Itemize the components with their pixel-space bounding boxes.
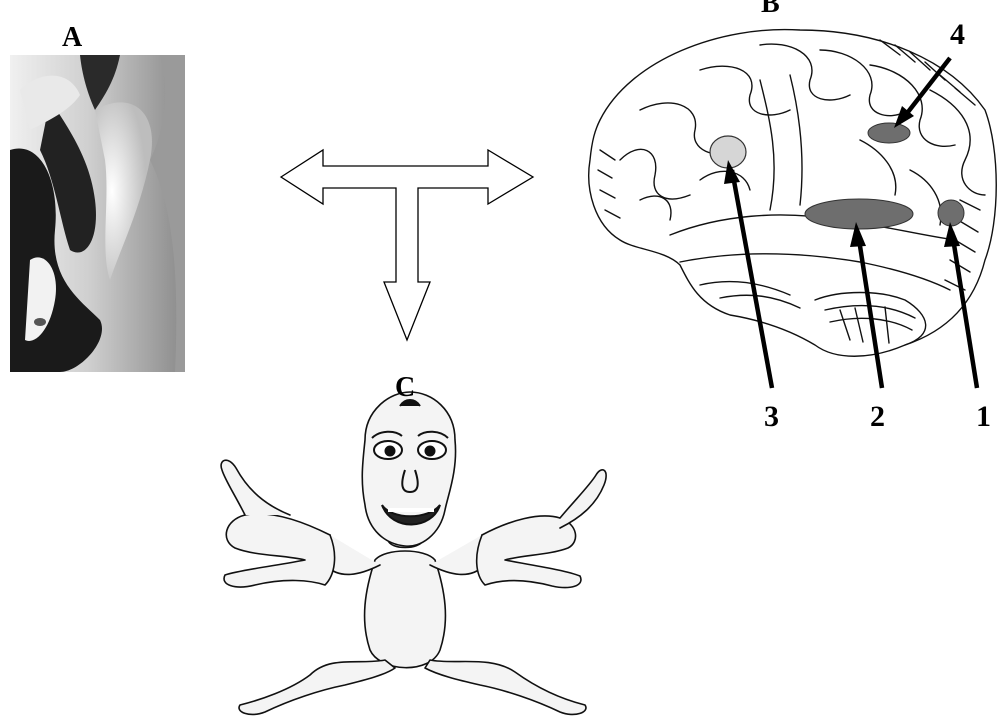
homunculus-body xyxy=(365,551,446,668)
homunculus-right-leg xyxy=(425,660,586,714)
homunculus-left-leg xyxy=(239,660,395,714)
panel-label-c: C xyxy=(395,374,415,402)
homunculus-left-hand xyxy=(224,514,335,587)
homunculus-right-hand xyxy=(477,516,581,588)
